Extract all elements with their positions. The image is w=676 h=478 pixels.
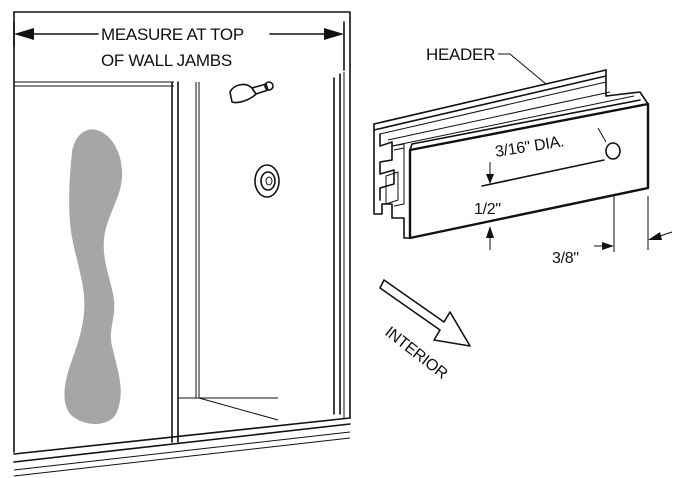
header-label: HEADER	[426, 45, 495, 64]
header-front-top-lip	[409, 99, 641, 151]
shower-valve-icon	[254, 164, 280, 198]
header-end-profile	[373, 123, 411, 239]
interior-indicator: INTERIOR	[379, 279, 471, 383]
header-top-back-2	[373, 75, 607, 131]
floor-diagonal	[198, 397, 279, 421]
dim-38-arrow-left-icon	[602, 242, 614, 250]
dim-38-line-right	[659, 231, 673, 237]
bottom-track-4	[13, 437, 351, 477]
shower-enclosure	[13, 11, 351, 477]
measure-arrow-right-icon	[324, 28, 344, 40]
header-leader	[498, 53, 547, 85]
dim-half-arrow-bottom-icon	[486, 226, 494, 238]
dim-hole-leader	[597, 127, 607, 143]
measure-label-line1: MEASURE AT TOP	[101, 25, 244, 44]
header-top-back-3	[379, 81, 607, 135]
dim-38-label: 3/8"	[552, 250, 579, 267]
dim-half-arrow-top-icon	[486, 174, 494, 184]
dim-half-label: 1/2"	[474, 201, 501, 218]
header-top-back	[373, 69, 607, 125]
header-extrusion: 1/2" 3/16" DIA. 3/8" HEADER	[373, 45, 673, 267]
shower-head-icon	[229, 81, 274, 104]
mounting-hole-icon	[605, 142, 621, 160]
bottom-track-3	[13, 431, 351, 471]
dim-hole-label: 3/16" DIA.	[494, 133, 565, 161]
header-front-face	[408, 102, 650, 240]
person-silhouette	[64, 129, 123, 424]
bottom-track-2	[13, 423, 351, 463]
interior-label: INTERIOR	[382, 324, 451, 383]
interior-arrow-icon	[379, 279, 471, 347]
measure-dimension: MEASURE AT TOP OF WALL JAMBS	[13, 21, 345, 71]
header-back-lip	[605, 91, 649, 105]
measure-arrow-left-icon	[14, 28, 34, 40]
header-top-recess	[387, 91, 611, 141]
header-top-recess-2	[391, 95, 635, 147]
dim-38-arrow-right-icon	[648, 232, 662, 240]
back-wall-top	[13, 11, 351, 419]
measure-label-line2: OF WALL JAMBS	[101, 51, 232, 70]
dim-half-ref-line	[481, 159, 605, 187]
bottom-track	[13, 417, 351, 455]
